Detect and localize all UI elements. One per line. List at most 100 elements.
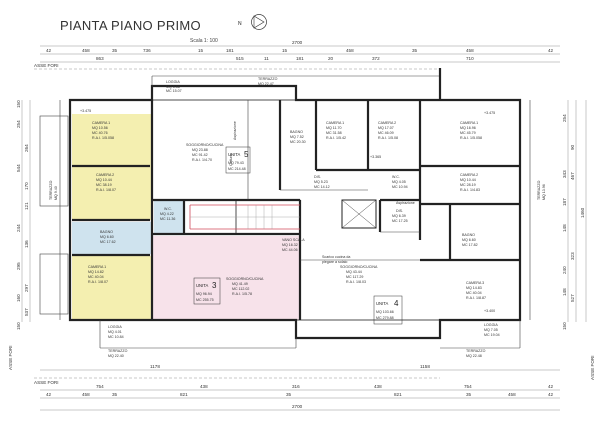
dim-bottom2: 821 — [394, 392, 402, 397]
dim-top: 736 — [143, 48, 151, 53]
room-volume: MC 14.12 — [314, 185, 330, 189]
room-name: VANO SCALA — [282, 238, 305, 242]
room-area: MQ 4.01 — [108, 330, 122, 334]
room-name: W.C. — [164, 207, 172, 211]
dim-top: 42 — [548, 48, 554, 53]
unit-fill-pink — [151, 236, 299, 320]
room-area: MQ 22.48 — [466, 354, 482, 358]
dim-left: 254 — [16, 120, 21, 128]
room-name: BAGNO — [462, 233, 475, 237]
dim-bottom2: 35 — [286, 392, 292, 397]
room-volume: MC 46.09 — [378, 131, 394, 135]
room-rai: R.A.I. 1/5.42 — [326, 136, 346, 140]
unit-box — [193, 277, 221, 305]
room-name: CAMERA 1 — [92, 121, 110, 125]
unit-fill-blue — [72, 222, 151, 254]
unit-area: MQ 103.66 — [376, 310, 394, 314]
unit-label: UNITA — [196, 283, 208, 288]
room-name: CAMERA 3 — [466, 281, 484, 285]
dim-bottom2: 458 — [508, 392, 516, 397]
room-name: CAMERA 2 — [96, 173, 114, 177]
dim-left: 297 — [24, 284, 29, 292]
room-rai: R.A.I. 1/4.83 — [460, 188, 480, 192]
dim-top2: 863 — [96, 56, 104, 61]
right-dimensions: 254 90 343 467 1460 187 148 323 240 148 … — [562, 100, 595, 380]
dim-top: 458 — [346, 48, 354, 53]
dim-bottom2: 42 — [46, 392, 52, 397]
room-area: MQ 22.47 — [258, 82, 274, 86]
dim-top2: 372 — [372, 56, 380, 61]
note-aspirazione: Aspirazione — [233, 121, 237, 140]
dim-top2: 20 — [328, 56, 334, 61]
room-area: MQ 7.05 — [484, 328, 498, 332]
note-scarico: Scarico cucina da — [322, 255, 350, 259]
stairwell — [189, 199, 377, 235]
dim-top2: 515 — [236, 56, 244, 61]
room-area: MQ 4.22 — [160, 212, 174, 216]
level-label: +3.365 — [370, 155, 381, 159]
dim-right: 254 — [562, 114, 567, 122]
room-name: CAMERA 1 — [88, 265, 106, 269]
room-area: MQ 14.82 — [88, 270, 104, 274]
outer-walls — [59, 68, 531, 349]
room-name: SOGGIORNO/CUCINA — [340, 265, 378, 269]
room-volume: MC 112.02 — [232, 287, 249, 291]
room-rai: R.A.I. 1/5.058 — [92, 136, 114, 140]
room-rai: R.A.I. 1/8.03 — [346, 280, 366, 284]
room-name: LOGGIA — [484, 323, 498, 327]
top-dimensions: 2700 42 458 35 736 15 181 15 458 35 458 … — [34, 40, 560, 70]
dim-left: 121 — [24, 202, 29, 210]
room-volume: MC 20.30 — [290, 140, 306, 144]
dim-right: 90 — [570, 144, 575, 150]
unit-fill-yellow-bottom — [72, 256, 151, 320]
axis-label: ASSE FORI — [590, 355, 595, 380]
unit-label: UNITA — [376, 301, 388, 306]
room-name: BAGNO — [290, 130, 303, 134]
room-area: MQ 4.05 — [392, 180, 406, 184]
unit-volume: MC 279.88 — [376, 316, 394, 320]
room-area: MQ 16.32 — [282, 243, 298, 247]
dim-top-total: 2700 — [292, 40, 303, 45]
left-terrace — [39, 115, 69, 315]
room-name: LOGGIA — [108, 325, 122, 329]
bottom-dimensions: ASSE FORI 1178 1158 754 438 316 438 754 … — [34, 364, 560, 411]
room-name: BAGNO — [100, 230, 113, 234]
dim-top: 35 — [112, 48, 118, 53]
room-volume: MC 117.29 — [346, 275, 363, 279]
dim-bottom2: 35 — [466, 392, 472, 397]
room-rai: R.A.I. 1/8.07 — [96, 188, 116, 192]
room-area: MQ 9.40 — [54, 186, 58, 200]
unit-number: 4 — [394, 299, 399, 308]
dim-left: 295 — [16, 262, 21, 270]
room-name: CAMERA 2 — [460, 173, 478, 177]
room-area: MQ 10.44 — [460, 178, 476, 182]
room-area: MQ 6.60 — [462, 238, 476, 242]
room-area: MQ 43.44 — [346, 270, 362, 274]
room-volume: MC 40.04 — [466, 291, 482, 295]
room-name: CAMERA 2 — [378, 121, 396, 125]
room-volume: MC 44.06 — [282, 248, 298, 252]
dim-right: 527 — [570, 294, 575, 302]
room-area: MQ 14.83 — [466, 286, 482, 290]
room-volume: MC 38.19 — [96, 183, 112, 187]
dim-bottom: 316 — [292, 384, 300, 389]
room-volume: MC 91.42 — [192, 153, 208, 157]
dim-right: 240 — [562, 266, 567, 274]
unit-fill-blue-wc — [154, 200, 184, 234]
room-area: MQ 16.96 — [460, 126, 476, 130]
room-area: MQ 17.07 — [378, 126, 394, 130]
room-name: TERRAZZO — [258, 77, 278, 81]
dim-bottom: 42 — [548, 384, 554, 389]
dim-bottom: 1158 — [420, 364, 430, 369]
unit-area: MQ 79.43 — [228, 161, 244, 165]
room-area: MQ 10.44 — [96, 178, 112, 182]
dim-top: 458 — [466, 48, 474, 53]
room-rai: R.A.I. 1/5.058 — [460, 136, 482, 140]
dim-bottom: 438 — [200, 384, 208, 389]
partitions — [72, 100, 520, 320]
dim-right: 187 — [562, 198, 567, 206]
scale-label: Scala 1: 100 — [190, 38, 218, 44]
dim-left: 160 — [16, 294, 21, 302]
notes: Aspirazione Cottura Aspirazione Scarico … — [80, 109, 495, 313]
room-area: MQ 10.56 — [92, 126, 108, 130]
